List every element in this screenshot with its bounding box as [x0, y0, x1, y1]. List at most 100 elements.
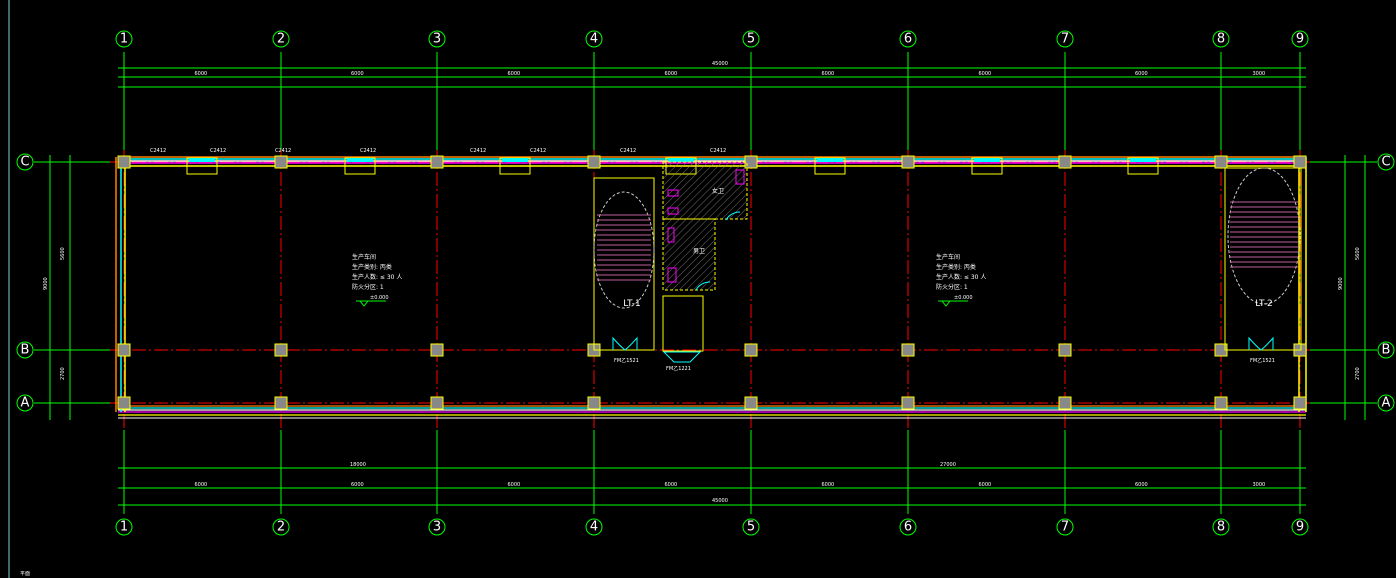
- column: [587, 155, 601, 169]
- dim-text: 3000: [1253, 71, 1266, 77]
- stair-label-lt-1: LT-1: [623, 299, 640, 309]
- column: [901, 343, 915, 357]
- axis-bubble-6: [899, 518, 917, 536]
- fixture: [667, 227, 675, 243]
- room-zone: 防火分区: 1: [936, 283, 968, 291]
- axis-bubble-1: [115, 30, 133, 48]
- dim-text: 6000: [822, 482, 835, 488]
- column: [117, 396, 131, 410]
- dim-text: 6000: [508, 482, 521, 488]
- column: [274, 155, 288, 169]
- axis-label: 8: [1217, 520, 1225, 535]
- elevation-text: ±0.000: [954, 295, 973, 301]
- column: [1293, 396, 1307, 410]
- window-glass: [1130, 158, 1156, 162]
- column: [274, 343, 288, 357]
- dim-text: 6000: [195, 71, 208, 77]
- axis-bubble-3: [428, 30, 446, 48]
- dim-text: 6000: [351, 71, 364, 77]
- axis-bubble-4: [585, 518, 603, 536]
- axis-label: 2: [277, 32, 285, 47]
- fixture: [667, 189, 679, 197]
- axis-label: A: [1382, 396, 1391, 411]
- dimensions: 45000 45000 6000 6000 6000 6000 6000 6000 6000 60…: [43, 61, 1366, 506]
- toilet-room: [662, 218, 716, 291]
- column: [1293, 155, 1307, 169]
- axis-bubble-6: [899, 30, 917, 48]
- axis-label: 1: [120, 520, 128, 535]
- dim-text: 6000: [195, 482, 208, 488]
- window-tag: C2412: [470, 148, 486, 154]
- axis-bubble-A: [16, 394, 34, 412]
- axis-label: 9: [1296, 32, 1304, 47]
- dim-text: 2700: [60, 367, 66, 380]
- stair-outline: [593, 191, 655, 309]
- window-tag: C2412: [530, 148, 546, 154]
- axis-label: B: [21, 343, 30, 358]
- room-zone: 防火分区: 1: [352, 283, 384, 291]
- corner-note: 平面: [20, 571, 30, 577]
- stair-label-lt-2: LT-2: [1255, 299, 1272, 309]
- elevation-marker-icon: [356, 300, 386, 307]
- door-swing: [725, 211, 741, 221]
- room-people: 生产人数: ≤ 30 人: [936, 273, 986, 281]
- room-name: 生产车间: [352, 253, 376, 261]
- double-door: [1248, 336, 1274, 351]
- axis-label: A: [21, 396, 30, 411]
- dim-text: 6000: [665, 482, 678, 488]
- door-swing: [695, 281, 711, 291]
- axis-label: C: [20, 155, 29, 170]
- column: [430, 396, 444, 410]
- window-glass: [189, 158, 215, 162]
- toilet-core: 女卫 男卫: [662, 161, 748, 352]
- room-note-left: 生产车间 生产类别: 丙类 生产人数: ≤ 30 人 防火分区: 1 ±0.00…: [352, 253, 402, 307]
- axis-bubble-7: [1056, 30, 1074, 48]
- door-tag: FM乙1521: [1250, 357, 1275, 364]
- axis-bubble-A: [1377, 394, 1395, 412]
- elevation-marker-icon: [938, 300, 968, 307]
- dim-text: 45000: [712, 498, 728, 504]
- axis-bubble-5: [742, 518, 760, 536]
- axis-bubble-8: [1212, 518, 1230, 536]
- axis-label: 3: [433, 520, 441, 535]
- window-tag: C2412: [710, 148, 726, 154]
- window-glass: [817, 158, 843, 162]
- column: [117, 343, 131, 357]
- door-tag: FM乙1521: [614, 357, 639, 364]
- window-glass: [668, 158, 694, 162]
- axis-label: 2: [277, 520, 285, 535]
- axis-label: 7: [1061, 32, 1069, 47]
- axis-bubble-7: [1056, 518, 1074, 536]
- axis-label: C: [1381, 155, 1390, 170]
- axis-bubble-C: [1377, 153, 1395, 171]
- window-tag: C2412: [620, 148, 636, 154]
- dim-text: 45000: [712, 61, 728, 67]
- dim-text: 5600: [1355, 247, 1361, 260]
- column: [901, 396, 915, 410]
- axis-bubble-9: [1291, 30, 1309, 48]
- dim-text: 6000: [979, 71, 992, 77]
- stair-lt-1: LT-1: [593, 177, 655, 351]
- axis-label: 4: [590, 520, 598, 535]
- column: [744, 396, 758, 410]
- axis-label: 8: [1217, 32, 1225, 47]
- axis-label: 5: [747, 520, 755, 535]
- axis-bubble-B: [16, 341, 34, 359]
- doors: FM乙1521 FM乙1221 FM乙1521: [612, 336, 1275, 372]
- axis-label: 6: [904, 520, 912, 535]
- toilet-label-1: 女卫: [712, 187, 724, 195]
- axis-bubble-9: [1291, 518, 1309, 536]
- utility-room: [662, 295, 704, 352]
- column: [901, 155, 915, 169]
- toilet-label-2: 男卫: [693, 248, 705, 255]
- column: [744, 343, 758, 357]
- window-glass: [347, 158, 373, 162]
- door: [662, 351, 702, 363]
- window-tag: C2412: [150, 148, 166, 154]
- axis-bubble-1: [115, 518, 133, 536]
- window-glass: [502, 158, 528, 162]
- dim-text: 6000: [351, 482, 364, 488]
- fixture: [667, 207, 679, 215]
